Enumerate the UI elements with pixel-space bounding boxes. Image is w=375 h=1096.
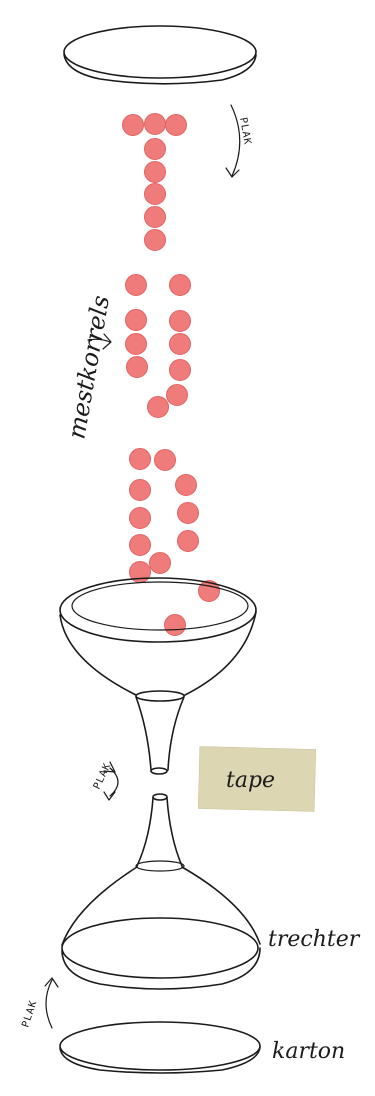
pellet [147, 396, 169, 418]
arrow-head-icon [103, 761, 116, 773]
plak-bottom-text: PLAK [20, 999, 39, 1029]
pellet [177, 530, 199, 552]
pellet [198, 580, 220, 602]
arrow-head-icon [103, 791, 116, 801]
arrow-head-icon [102, 333, 112, 350]
tape-text: tape [226, 768, 275, 793]
upper-funnel [59, 577, 257, 775]
pellet [129, 534, 151, 556]
pellet [144, 206, 166, 228]
plak-label-top: PLAK [225, 104, 253, 178]
pellet [169, 310, 191, 332]
pellet [164, 614, 186, 636]
pellet [144, 229, 166, 251]
mestkorrels-label: mestkorrels [62, 293, 115, 441]
lower-funnel [61, 793, 261, 990]
pellet [129, 507, 151, 529]
pellet [129, 448, 151, 470]
curved-double-arrow-icon [109, 767, 119, 797]
pellet [125, 309, 147, 331]
pellet [154, 449, 176, 471]
pellet [125, 333, 147, 355]
top-cardboard-disc [63, 25, 257, 85]
plak-label-bottom: PLAK [20, 977, 59, 1029]
tape-rect [197, 746, 317, 812]
pellet [175, 474, 197, 496]
curved-arrow-down-icon [230, 104, 241, 177]
pellet [126, 356, 148, 378]
pellet [149, 552, 171, 574]
trechter-text: trechter [268, 927, 361, 952]
pellet [144, 183, 166, 205]
bottom-cardboard-disc [59, 1021, 261, 1074]
arrow-head-icon [225, 167, 240, 178]
mestkorrels-text: mestkorrels [62, 293, 115, 441]
curved-arrow-up-icon [45, 979, 53, 1029]
pellet [165, 114, 187, 136]
arrow-head-icon [44, 977, 59, 988]
pellet [122, 114, 144, 136]
pellet [144, 113, 166, 135]
karton-text: karton [272, 1039, 345, 1064]
pellet [125, 274, 147, 296]
pellet [129, 479, 151, 501]
plak-middle-text: PLAK [92, 761, 114, 791]
plak-top-text: PLAK [237, 117, 253, 147]
fertilizer-pellets [122, 113, 220, 636]
pellet [144, 138, 166, 160]
arrow-right-icon [87, 338, 111, 343]
pellet [169, 359, 191, 381]
pellet [169, 274, 191, 296]
pellet [169, 333, 191, 355]
plak-label-middle: PLAK [92, 761, 119, 801]
pellet [166, 384, 188, 406]
tape-strip: tape [197, 746, 317, 812]
pellet [177, 502, 199, 524]
pellet [144, 161, 166, 183]
